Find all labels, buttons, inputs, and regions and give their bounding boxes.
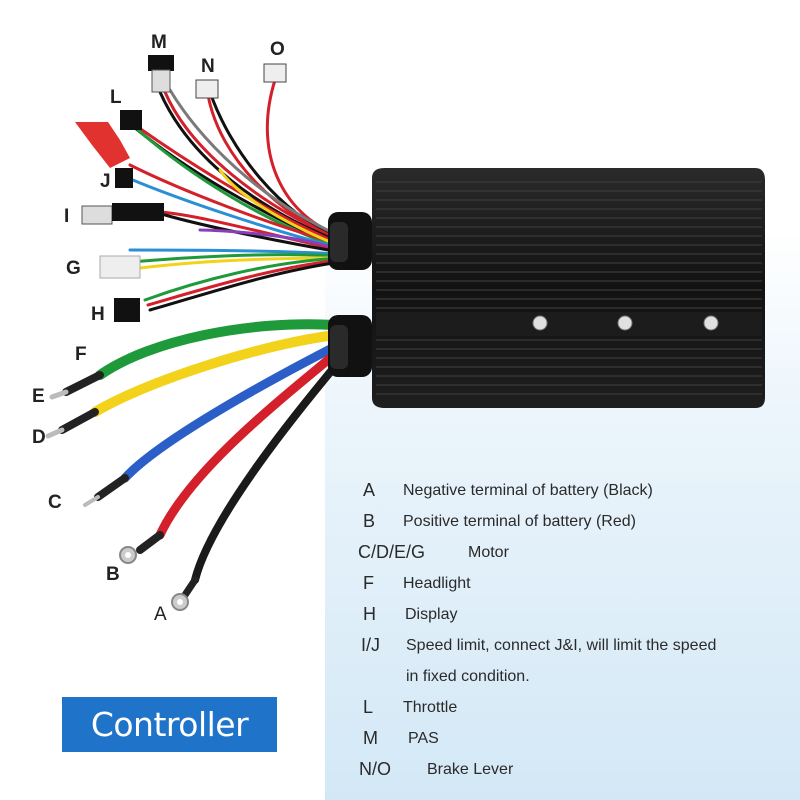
wire-terminals xyxy=(45,371,199,611)
connector-O xyxy=(263,63,287,83)
cable-gland-top xyxy=(328,212,372,270)
connector-L xyxy=(120,110,142,130)
legend-row: M PAS xyxy=(363,726,783,757)
legend-desc: Negative terminal of battery (Black) xyxy=(403,482,653,499)
connector-H xyxy=(114,298,140,322)
legend-code: F xyxy=(363,573,374,593)
label-M: M xyxy=(151,32,167,53)
label-B: B xyxy=(106,564,120,585)
legend-desc: Positive terminal of battery (Red) xyxy=(403,513,636,530)
label-F: F xyxy=(75,344,87,365)
controller-housing xyxy=(372,168,765,408)
legend-desc: Motor xyxy=(468,544,509,561)
label-A: A xyxy=(154,604,167,625)
legend-desc: Speed limit, connect J&I, will limit the… xyxy=(406,637,717,654)
legend-row: C/D/E/G Motor xyxy=(358,540,783,571)
label-E: E xyxy=(32,386,45,407)
legend-row: I/J Speed limit, connect J&I, will limit… xyxy=(361,633,783,664)
controller-title-badge: Controller xyxy=(62,697,277,752)
connector-M xyxy=(148,55,174,93)
label-O: O xyxy=(270,39,285,60)
legend-code: A xyxy=(363,480,376,500)
power-wires xyxy=(90,319,346,584)
legend-desc: Display xyxy=(405,606,458,623)
legend-row: in fixed condition. xyxy=(363,664,783,695)
connector-I xyxy=(81,203,164,225)
connector-N xyxy=(195,79,219,99)
legend-desc: Headlight xyxy=(403,575,471,592)
label-I: I xyxy=(64,206,70,227)
connector-G xyxy=(99,255,141,279)
wiring-legend: A Negative terminal of battery (Black) B… xyxy=(358,478,783,788)
legend-row: F Headlight xyxy=(363,571,783,602)
legend-code: C/D/E/G xyxy=(358,542,426,562)
signal-wire-bundle xyxy=(126,78,342,312)
legend-row: B Positive terminal of battery (Red) xyxy=(363,509,783,540)
connector-red-plug xyxy=(75,122,130,168)
legend-code: N/O xyxy=(359,759,392,779)
label-H: H xyxy=(91,304,105,325)
label-J: J xyxy=(100,171,111,192)
legend-desc: PAS xyxy=(408,730,439,747)
legend-desc: Brake Lever xyxy=(427,761,514,778)
legend-row: N/O Brake Lever xyxy=(359,757,783,788)
label-N: N xyxy=(201,56,215,77)
legend-code: B xyxy=(363,511,376,531)
label-D: D xyxy=(32,427,46,448)
label-C: C xyxy=(48,492,62,513)
legend-desc: Throttle xyxy=(403,699,458,716)
legend-row: L Throttle xyxy=(363,695,783,726)
legend-row: H Display xyxy=(363,602,783,633)
connector-J xyxy=(115,168,133,188)
legend-row: A Negative terminal of battery (Black) xyxy=(363,478,783,509)
legend-code: H xyxy=(363,604,376,624)
label-G: G xyxy=(66,258,81,279)
legend-code: L xyxy=(363,697,374,717)
cable-gland-bottom xyxy=(328,315,372,377)
label-L: L xyxy=(110,87,122,108)
legend-desc: in fixed condition. xyxy=(406,668,530,685)
legend-code: I/J xyxy=(361,635,381,655)
legend-code: M xyxy=(363,728,378,748)
